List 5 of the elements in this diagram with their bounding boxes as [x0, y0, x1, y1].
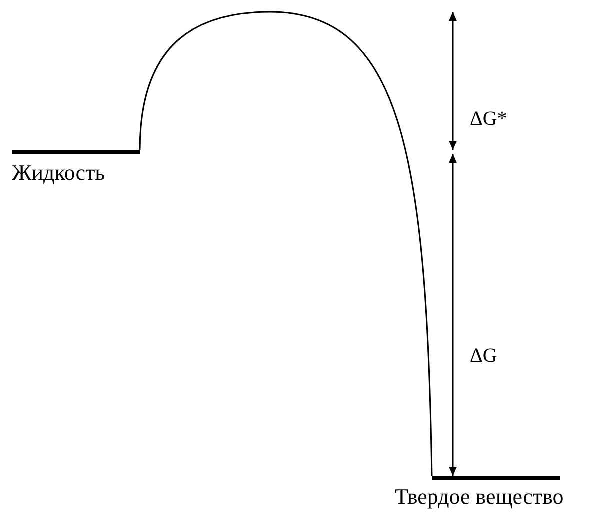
level-label: Твердое вещество: [395, 484, 564, 510]
energy-difference-label: ΔG: [470, 345, 498, 368]
energy-curve: [139, 11, 433, 476]
level-label: Жидкость: [12, 160, 106, 186]
energy-difference-label: ΔG*: [470, 108, 508, 131]
